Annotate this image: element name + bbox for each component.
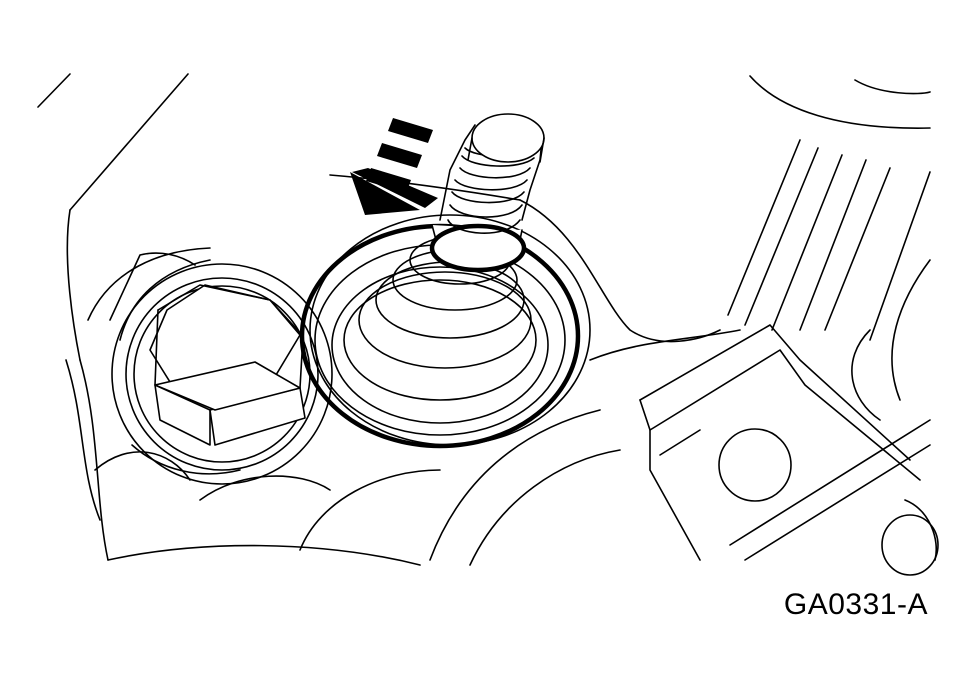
triple-dash-arrow-icon [350, 118, 438, 215]
shaft [429, 113, 545, 273]
bracket [639, 324, 939, 576]
drain-plug [87, 247, 333, 485]
figure-code: GA0331-A [783, 588, 928, 621]
housing-right [727, 75, 931, 421]
